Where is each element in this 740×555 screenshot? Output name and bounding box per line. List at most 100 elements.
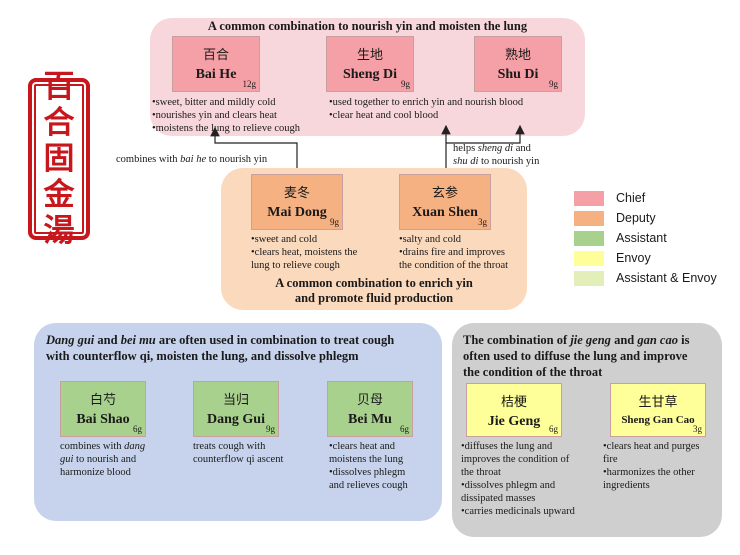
note-text: combines with: [60, 441, 125, 452]
title-line: with counterflow qi, moisten the lung, a…: [46, 349, 359, 363]
seal-char: 湯: [43, 213, 75, 249]
label-text: and: [513, 143, 531, 154]
herb-chinese-name: 玄参: [431, 186, 458, 201]
bei-mu-notes: •clears heat and moistens the lung •diss…: [329, 440, 408, 492]
note-line: dissipated masses: [461, 493, 536, 504]
title-line: A common combination to enrich yin: [275, 276, 473, 290]
gan-cao-notes: •clears heat and purges fire •harmonizes…: [603, 440, 699, 492]
legend-swatch: [574, 211, 604, 226]
label-italic: shu di: [453, 156, 479, 167]
herb-card-sheng-gan-cao: 生甘草 Sheng Gan Cao 3g: [610, 383, 706, 437]
sheng-shu-di-notes: •used together to enrich yin and nourish…: [329, 96, 523, 122]
herb-pinyin-name: Sheng Di: [342, 67, 398, 82]
title-italic: Dang gui: [46, 333, 95, 347]
herb-card-xuan-shen: 玄参 Xuan Shen 3g: [399, 174, 491, 230]
herb-dose: 6g: [549, 424, 558, 434]
herb-pinyin-name: Bei Mu: [348, 412, 392, 427]
note-line: •clears heat and: [329, 441, 396, 452]
connector-mai-dong-bai-he: [210, 126, 298, 168]
note-line: lung to relieve cough: [251, 260, 340, 271]
note-line: •carries medicinals upward: [461, 506, 575, 517]
legend-swatch: [574, 251, 604, 266]
title-text: The combination of: [463, 333, 571, 347]
note-line: •dissolves phlegm and: [461, 480, 556, 491]
mai-dong-notes: •sweet and cold •clears heat, moistens t…: [251, 233, 357, 272]
note-line: •sweet, bitter and mildly cold: [152, 97, 276, 108]
herb-dose: 3g: [693, 424, 702, 434]
herb-card-shu-di: 熟地 Shu Di 9g: [474, 36, 562, 92]
note-line: the condition of the throat: [399, 260, 509, 271]
note-line: treats cough with: [193, 441, 266, 452]
title-italic: bei mu: [120, 333, 156, 347]
herb-card-bai-shao: 白芍 Bai Shao 6g: [60, 381, 146, 437]
note-line: the throat: [461, 467, 501, 478]
title-text: is: [677, 333, 690, 347]
note-line: •used together to enrich yin and nourish…: [329, 97, 524, 108]
bai-shao-notes: combines with dang gui to nourish and ha…: [60, 440, 145, 479]
label-italic: sheng di: [477, 143, 514, 154]
legend-label: Assistant: [616, 231, 667, 245]
title-line: and promote fluid production: [294, 291, 454, 305]
note-italic: gui: [60, 454, 74, 465]
herb-chinese-name: 贝母: [356, 393, 383, 408]
herb-pinyin-name: Bai Shao: [76, 412, 130, 427]
formula-seal: 百 合 固 金 湯: [28, 69, 90, 249]
connector-label-left: combines with bai he to nourish yin: [116, 153, 267, 166]
seal-char: 金: [43, 177, 75, 213]
xuan-shen-notes: •salty and cold •drains fire and improve…: [399, 233, 508, 272]
herb-dose: 6g: [133, 424, 142, 434]
label-text: to nourish yin: [478, 156, 540, 167]
legend-swatch: [574, 231, 604, 246]
legend-label: Deputy: [616, 211, 656, 225]
legend-label: Assistant & Envoy: [616, 271, 717, 285]
title-text: are often used in combination to treat c…: [155, 333, 395, 347]
herb-card-bai-he: 百合 Bai He 12g: [172, 36, 260, 92]
title-line: often used to diffuse the lung and impro…: [463, 349, 688, 363]
herb-chinese-name: 熟地: [504, 48, 531, 63]
label-text: helps: [453, 143, 478, 154]
herb-chinese-name: 麦冬: [283, 186, 310, 201]
note-line: •clear heat and cool blood: [329, 110, 439, 121]
herb-chinese-name: 生甘草: [638, 395, 678, 410]
herb-dose: 9g: [330, 217, 339, 227]
herb-chinese-name: 百合: [202, 48, 229, 63]
left-group-title: Dang gui and bei mu are often used in co…: [46, 332, 394, 364]
note-line: •clears heat and purges: [603, 441, 700, 452]
note-line: and relieves cough: [329, 480, 408, 491]
herb-pinyin-name: Jie Geng: [487, 414, 541, 429]
herb-chinese-name: 生地: [356, 48, 383, 63]
title-italic: gan cao: [637, 333, 678, 347]
mid-group-title: A common combination to enrich yin and p…: [221, 276, 527, 306]
note-line: fire: [603, 454, 618, 465]
top-group-title: A common combination to nourish yin and …: [207, 19, 528, 33]
label-text: to nourish yin: [206, 154, 268, 165]
note-line: •sweet and cold: [251, 234, 318, 245]
note-line: counterflow qi ascent: [193, 454, 284, 465]
note-line: •clears heat, moistens the: [251, 247, 358, 258]
herb-dose: 6g: [400, 424, 409, 434]
herb-card-dang-gui: 当归 Dang Gui 9g: [193, 381, 279, 437]
title-line: the condition of the throat: [463, 365, 603, 379]
seal-char: 固: [43, 141, 75, 177]
note-line: •drains fire and improves: [399, 247, 506, 258]
herb-dose: 9g: [401, 79, 410, 89]
connector-xuan-shen-di: [445, 124, 525, 168]
legend-label: Envoy: [616, 251, 651, 265]
herb-pinyin-name: Dang Gui: [207, 412, 265, 427]
title-text: and: [610, 333, 638, 347]
right-group-title: The combination of jie geng and gan cao …: [463, 332, 689, 380]
note-line: improves the condition of: [461, 454, 570, 465]
herb-chinese-name: 白芍: [89, 393, 116, 408]
herb-card-jie-geng: 桔梗 Jie Geng 6g: [466, 383, 562, 437]
herb-pinyin-name: Sheng Gan Cao: [621, 414, 695, 426]
legend-swatch: [574, 191, 604, 206]
title-text: and: [94, 333, 121, 347]
jie-geng-notes: •diffuses the lung and improves the cond…: [461, 440, 575, 518]
label-italic: bai he: [180, 154, 207, 165]
bai-he-notes: •sweet, bitter and mildly cold •nourishe…: [152, 96, 300, 135]
legend-swatch: [574, 271, 604, 286]
herb-pinyin-name: Shu Di: [497, 67, 539, 82]
seal-char: 百: [43, 69, 75, 105]
note-italic: dang: [124, 441, 146, 452]
note-line: •salty and cold: [399, 234, 461, 245]
